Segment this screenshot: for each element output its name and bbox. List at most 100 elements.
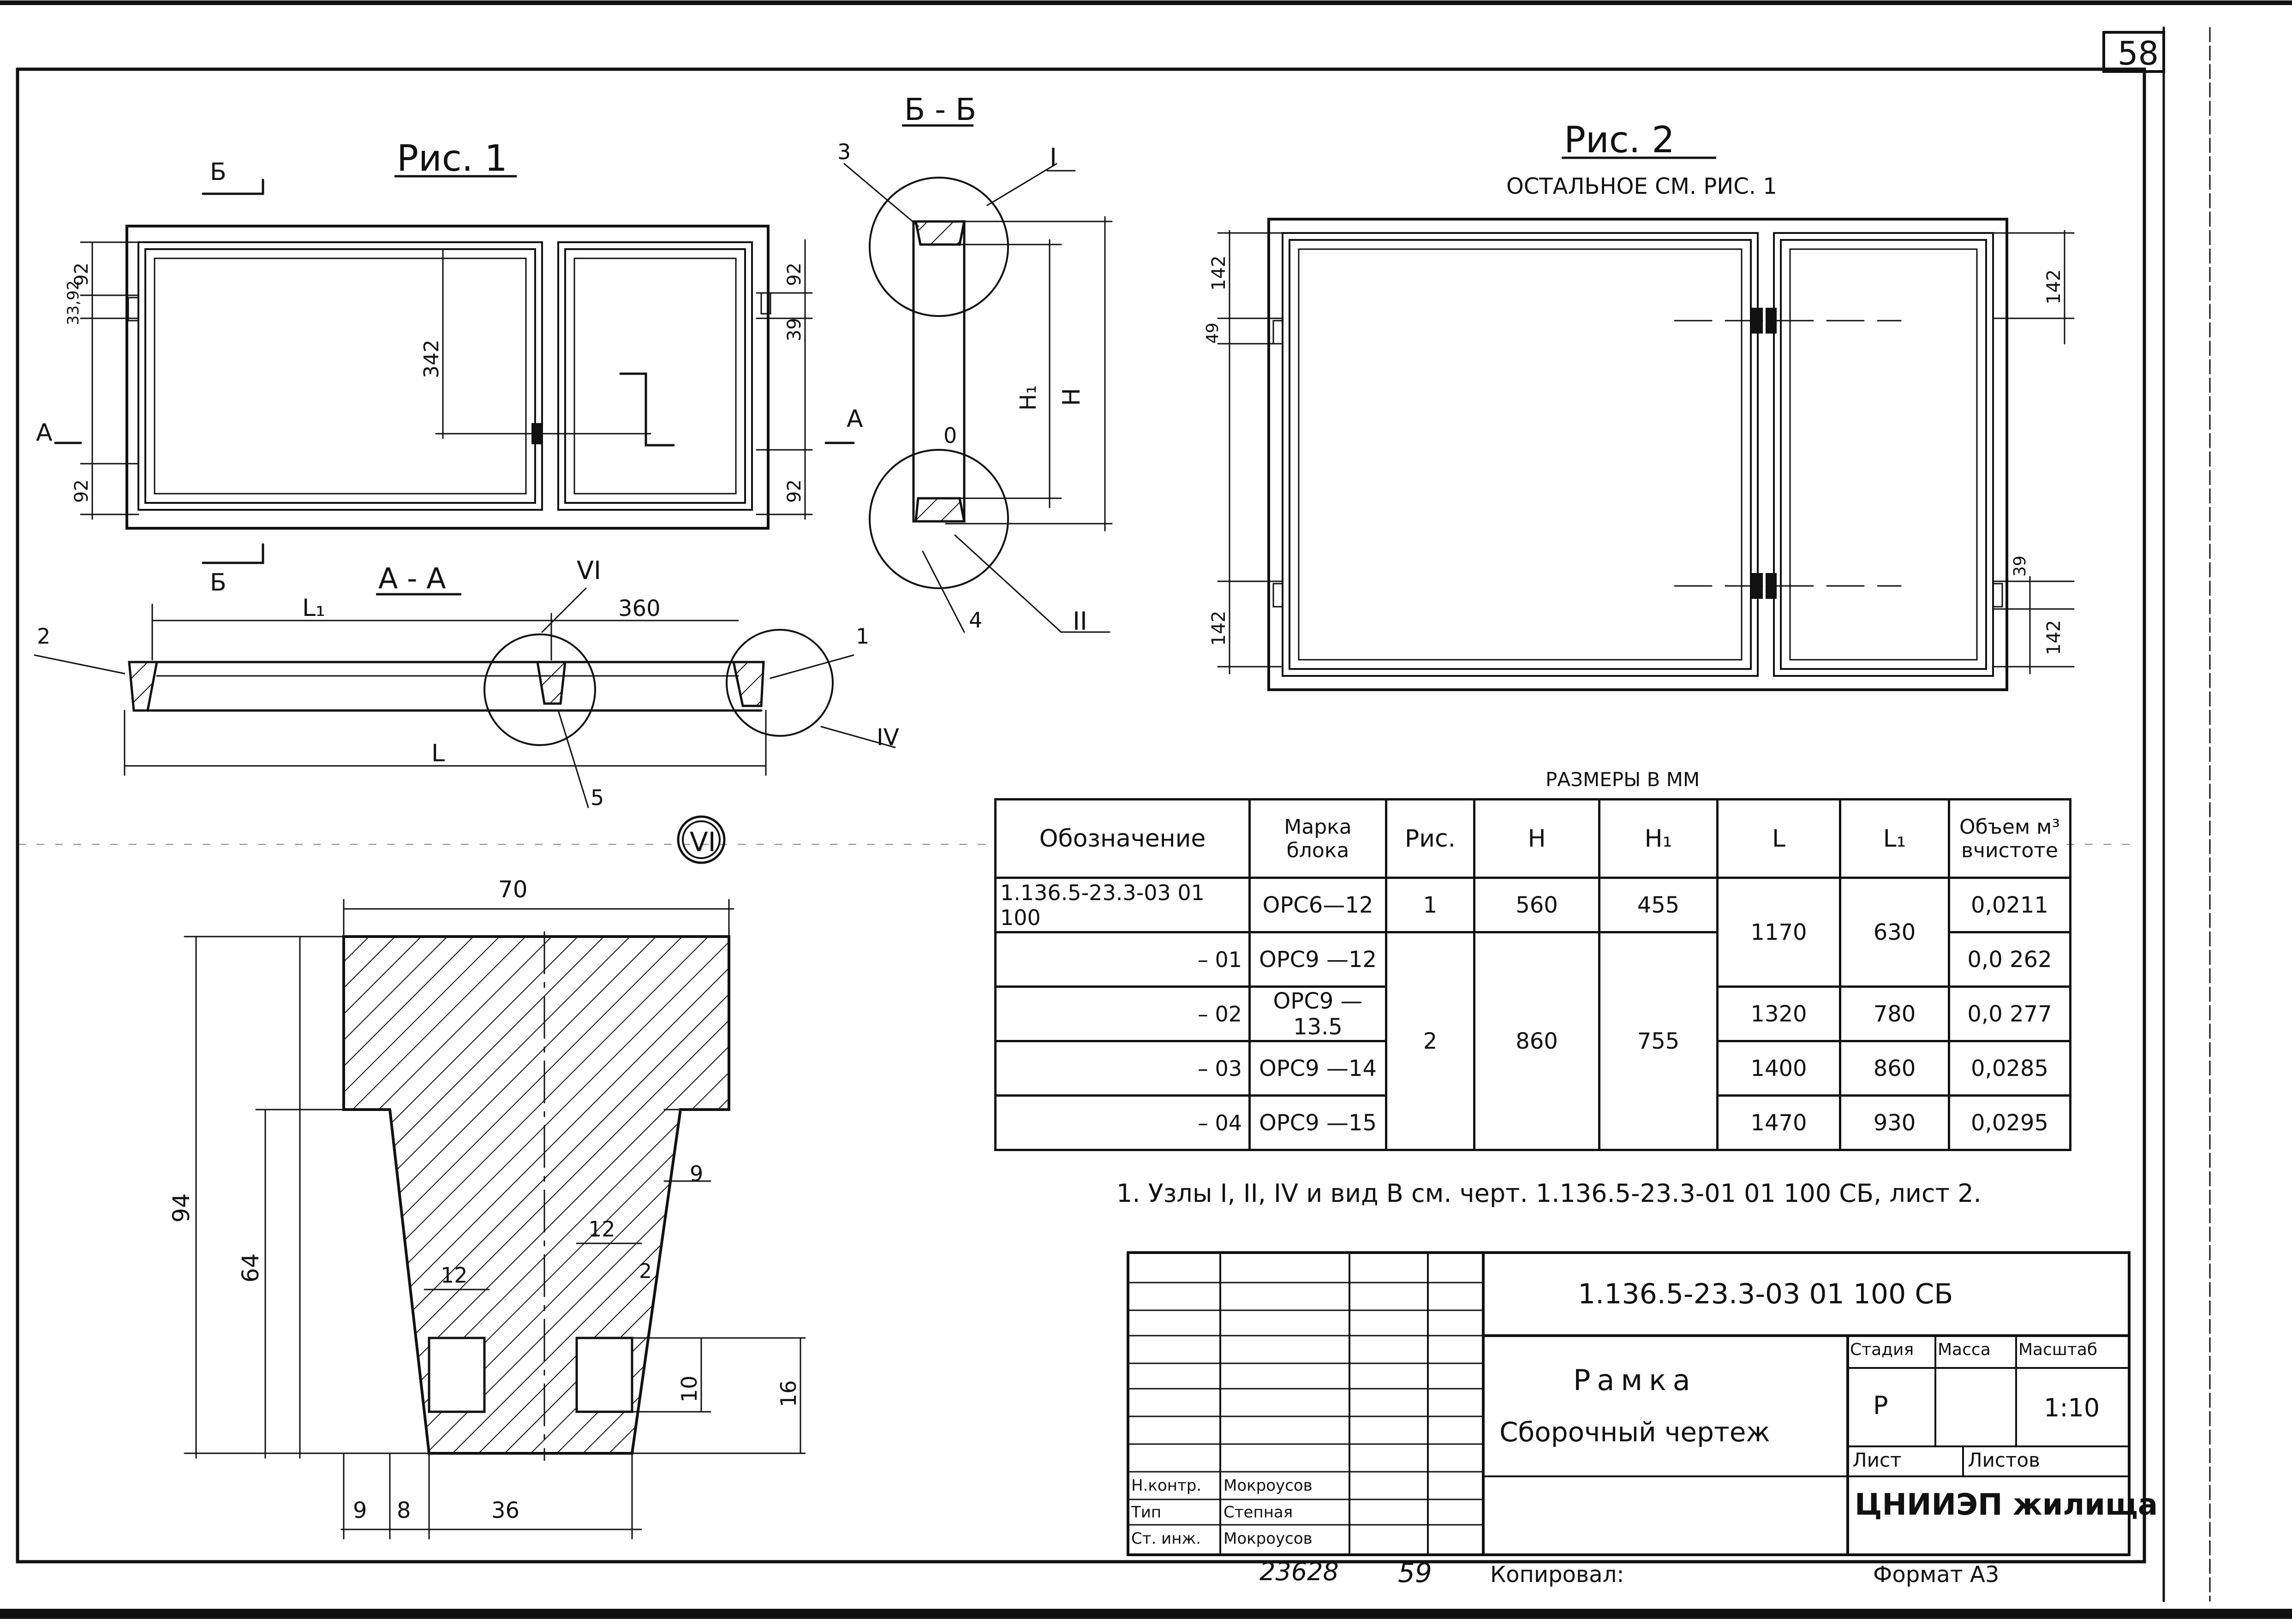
table-row: – 02 ОРС9 —13.5 1320 780 0,0 277 bbox=[994, 985, 2071, 1042]
aa-dim-360: 360 bbox=[618, 596, 661, 621]
fig1-dim-342: 342 bbox=[420, 340, 443, 378]
node-ii-label: II bbox=[1073, 607, 1087, 636]
cell-mark: ОРС6—12 bbox=[1248, 877, 1387, 933]
cell-l1: 780 bbox=[1839, 985, 1950, 1042]
copied-label: Копировал: bbox=[1490, 1562, 1624, 1588]
dim-h: H bbox=[1058, 388, 1086, 406]
cut-a-right: А bbox=[847, 405, 863, 433]
inventory-number: 23628 bbox=[1259, 1557, 1339, 1586]
organization: ЦНИИЭП жилища bbox=[1855, 1488, 2158, 1522]
stage-header: Стадия bbox=[1850, 1340, 1914, 1359]
th-l: L bbox=[1716, 798, 1841, 879]
fig1-drawing bbox=[54, 179, 855, 564]
sheets-header: Листов bbox=[1968, 1449, 2040, 1471]
pos-2: 2 bbox=[37, 624, 50, 649]
signer-name: Степная bbox=[1224, 1503, 1293, 1522]
cell-code: 1.136.5-23.3-03 01 100 bbox=[994, 877, 1251, 933]
cell-mark: ОРС9 —13.5 bbox=[1248, 985, 1387, 1042]
pos-4: 4 bbox=[969, 608, 982, 633]
cell-l: 1320 bbox=[1716, 985, 1841, 1042]
detail-dim-36: 36 bbox=[491, 1498, 519, 1523]
signer-role: Н.контр. bbox=[1131, 1476, 1202, 1495]
cell-volume: 0,0 262 bbox=[1948, 931, 2071, 988]
detail-vi-drawing bbox=[184, 815, 806, 1540]
cut-b-bottom: Б bbox=[210, 569, 227, 597]
cell-code: – 04 bbox=[994, 1094, 1251, 1151]
cell-volume: 0,0295 bbox=[1948, 1094, 2071, 1151]
detail-dim-64: 64 bbox=[237, 1253, 264, 1283]
detail-dim-70: 70 bbox=[498, 876, 528, 903]
scale-value: 1:10 bbox=[2044, 1393, 2100, 1422]
fig1-dim-3392: 33,92 bbox=[64, 281, 83, 325]
table-row: – 03 ОРС9 —14 1400 860 0,0285 bbox=[994, 1040, 2071, 1097]
fig2-dim-142c: 142 bbox=[2043, 269, 2065, 304]
general-note: 1. Узлы I, II, IV и вид В см. черт. 1.13… bbox=[1116, 1179, 1982, 1208]
sheet-number-box bbox=[2102, 31, 2165, 73]
sheet-header: Лист bbox=[1852, 1449, 1902, 1471]
doc-name-line1: Рамка bbox=[1573, 1363, 1697, 1397]
pos-1: 1 bbox=[856, 624, 869, 649]
spec-table: Обозначение Марка блока Рис. H H₁ L L₁ О… bbox=[994, 798, 2071, 1151]
signer-name: Мокроусов bbox=[1224, 1529, 1313, 1548]
fig2-title: Рис. 2 bbox=[1564, 119, 1675, 161]
cell-l1: 860 bbox=[1839, 1040, 1950, 1097]
cell-code: – 01 bbox=[994, 931, 1251, 988]
detail-dim-94: 94 bbox=[168, 1193, 195, 1223]
th-l1: L₁ bbox=[1839, 798, 1950, 879]
cell-l1: 630 bbox=[1839, 877, 1950, 988]
cell-l: 1400 bbox=[1716, 1040, 1841, 1097]
section-bb-title: Б - Б bbox=[904, 92, 976, 127]
pos-5: 5 bbox=[591, 785, 604, 810]
format-label: Формат А3 bbox=[1873, 1562, 2000, 1588]
cell-fig: 2 bbox=[1385, 931, 1475, 1151]
scale-header: Масштаб bbox=[2018, 1340, 2098, 1359]
dim-l: L bbox=[431, 740, 445, 767]
fig2-dim-39: 39 bbox=[2011, 555, 2029, 577]
signer-role: Ст. инж. bbox=[1131, 1529, 1201, 1548]
fig2-drawing bbox=[1217, 218, 2075, 691]
cell-h: 560 bbox=[1473, 877, 1600, 933]
th-h: H bbox=[1473, 798, 1600, 879]
cut-a-left: А bbox=[36, 419, 53, 447]
section-bb-drawing bbox=[843, 163, 1113, 633]
detail-dim-10: 10 bbox=[677, 1375, 702, 1403]
table-caption: РАЗМЕРЫ В ММ bbox=[1546, 768, 1700, 791]
cell-volume: 0,0 277 bbox=[1948, 985, 2071, 1042]
sheet-number: 58 bbox=[2118, 35, 2159, 72]
detail-dim-12a: 12 bbox=[441, 1263, 468, 1288]
mass-header: Масса bbox=[1938, 1340, 1991, 1359]
detail-dim-16: 16 bbox=[776, 1380, 801, 1407]
cell-code: – 03 bbox=[994, 1040, 1251, 1097]
cell-fig: 1 bbox=[1385, 877, 1475, 933]
section-aa-drawing bbox=[34, 587, 896, 808]
node-iv-label: IV bbox=[877, 724, 899, 751]
fig1-dim-92d: 92 bbox=[784, 479, 805, 503]
signer-name: Мокроусов bbox=[1224, 1476, 1313, 1495]
cell-volume: 0,0211 bbox=[1948, 877, 2071, 933]
detail-dim-8: 8 bbox=[397, 1498, 411, 1523]
fig2-dim-49: 49 bbox=[1203, 322, 1222, 344]
signer-role: Тип bbox=[1131, 1503, 1162, 1522]
sheet-frame bbox=[16, 67, 2146, 1564]
table-header-row: Обозначение Марка блока Рис. H H₁ L L₁ О… bbox=[994, 798, 2071, 879]
cell-volume: 0,0285 bbox=[1948, 1040, 2071, 1097]
cell-mark: ОРС9 —12 bbox=[1248, 931, 1387, 988]
cell-mark: ОРС9 —14 bbox=[1248, 1040, 1387, 1097]
fig1-title: Рис. 1 bbox=[397, 138, 507, 179]
th-mark: Марка блока bbox=[1248, 798, 1387, 879]
cell-h1: 755 bbox=[1598, 931, 1719, 1151]
detail-dim-12b: 12 bbox=[588, 1217, 615, 1242]
cell-l: 1170 bbox=[1716, 877, 1841, 988]
node-vi-label: VI bbox=[577, 556, 601, 585]
page-number: 59 bbox=[1398, 1557, 1432, 1588]
doc-code: 1.136.5-23.3-03 01 100 СБ bbox=[1578, 1278, 1953, 1310]
fig1-dim-92a: 92 bbox=[71, 263, 92, 286]
detail-dim-9b: 9 bbox=[690, 1161, 703, 1186]
table-row: – 04 ОРС9 —15 1470 930 0,0295 bbox=[994, 1094, 2071, 1151]
fig2-dim-142a: 142 bbox=[1208, 256, 1230, 291]
table-row: – 01 ОРС9 —12 2 860 755 0,0 262 bbox=[994, 931, 2071, 1151]
node-i-label: I bbox=[1050, 143, 1057, 172]
cell-h1: 455 bbox=[1598, 877, 1719, 933]
